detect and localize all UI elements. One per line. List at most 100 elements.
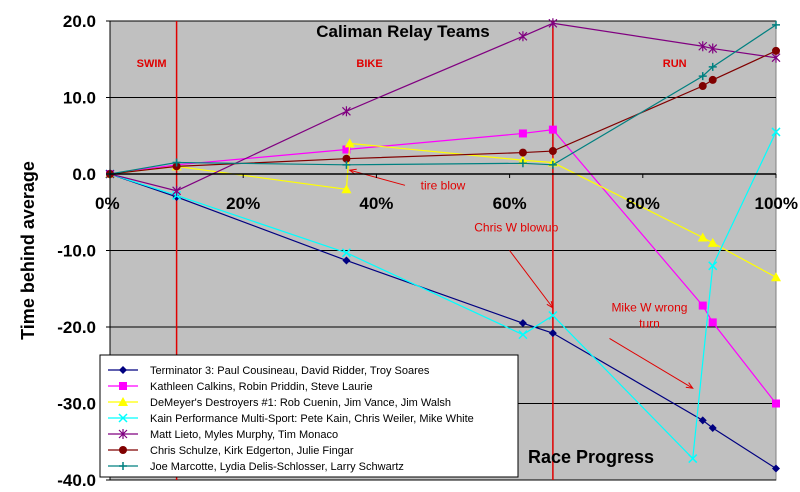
legend: Terminator 3: Paul Cousineau, David Ridd… [99, 354, 519, 478]
data-point [708, 318, 717, 327]
arrow-head [546, 300, 554, 309]
data-point [518, 159, 527, 168]
legend-label: DeMeyer's Destroyers #1: Rob Cuenin, Jim… [150, 397, 451, 409]
data-point [342, 160, 351, 169]
x-axis-label: Race Progress [528, 447, 654, 467]
y-tick-label: -20.0 [57, 318, 96, 337]
data-point [119, 462, 127, 470]
annotation: Chris W blowup [474, 220, 559, 309]
data-point [772, 399, 780, 408]
data-point [118, 397, 128, 406]
data-point [342, 145, 351, 154]
y-tick-label: -30.0 [57, 395, 96, 414]
data-point [772, 46, 780, 55]
x-tick-label: 0% [95, 194, 120, 213]
legend-label: Matt Lieto, Myles Murphy, Tim Monaco [150, 429, 338, 441]
data-point [119, 446, 127, 454]
x-tick-label: 20% [226, 194, 260, 213]
x-tick-label: 80% [626, 194, 660, 213]
annotation-text: Chris W blowup [474, 220, 558, 234]
data-point [342, 106, 351, 117]
arrow-head [685, 382, 694, 389]
annotation: Mike W wrong turn [609, 301, 694, 389]
data-point [698, 82, 707, 91]
y-tick-label: -40.0 [57, 471, 96, 490]
data-point [518, 148, 527, 157]
data-point [548, 18, 558, 29]
series-layer [105, 18, 781, 473]
phase-label: RUN [663, 58, 687, 70]
data-point [708, 62, 717, 71]
data-point [342, 154, 351, 163]
annotation-text: Mike W wrong [611, 301, 687, 315]
legend-label: Chris Schulze, Kirk Edgerton, Julie Fing… [150, 445, 354, 457]
data-point [548, 160, 557, 169]
y-tick-label: 0.0 [72, 165, 96, 184]
data-point [341, 248, 351, 258]
y-tick-label: -10.0 [57, 242, 96, 261]
data-point [119, 366, 127, 374]
annotation-text: turn [639, 317, 660, 331]
x-tick-label: 60% [493, 194, 527, 213]
data-point [172, 158, 181, 167]
data-point [697, 232, 708, 242]
chart-title: Caliman Relay Teams [316, 22, 490, 41]
data-point [698, 416, 707, 425]
data-point [708, 75, 717, 84]
data-point [172, 185, 182, 196]
data-point [518, 319, 527, 328]
legend-box [99, 354, 519, 478]
legend-item: Kathleen Calkins, Robin Priddin, Steve L… [108, 381, 373, 393]
series-5 [105, 18, 781, 196]
series-1 [106, 170, 780, 473]
series-line [109, 22, 777, 192]
legend-label: Joe Marcotte, Lydia Delis-Schlosser, Lar… [150, 461, 404, 473]
data-point [518, 31, 528, 42]
data-point [772, 464, 780, 473]
series-line [109, 24, 777, 175]
phase-label: BIKE [356, 58, 382, 70]
x-tick-label: 100% [755, 194, 798, 213]
data-point [118, 413, 128, 423]
legend-label: Kain Performance Multi-Sport: Pete Kain,… [150, 413, 474, 425]
data-point [772, 20, 780, 29]
data-point [707, 237, 718, 247]
y-tick-label: 20.0 [63, 12, 96, 31]
legend-item: Chris Schulze, Kirk Edgerton, Julie Fing… [108, 445, 354, 457]
legend-item: Joe Marcotte, Lydia Delis-Schlosser, Lar… [108, 461, 404, 473]
arrow-head [348, 168, 357, 175]
series-line [109, 131, 777, 460]
legend-item: Terminator 3: Paul Cousineau, David Ridd… [108, 365, 430, 377]
y-axis-label: Time behind average [18, 161, 38, 340]
data-point [548, 310, 558, 321]
data-point [708, 261, 718, 271]
data-point [708, 43, 718, 54]
data-point [118, 429, 128, 439]
data-point [341, 184, 352, 194]
legend-item: DeMeyer's Destroyers #1: Rob Cuenin, Jim… [108, 397, 451, 409]
annotation-arrow [509, 250, 554, 309]
data-point [771, 272, 781, 282]
legend-label: Terminator 3: Paul Cousineau, David Ridd… [150, 365, 430, 377]
x-tick-label: 40% [359, 194, 393, 213]
data-point [344, 138, 355, 148]
data-point [708, 423, 717, 432]
data-point [698, 301, 707, 310]
data-point [119, 382, 127, 390]
legend-label: Kathleen Calkins, Robin Priddin, Steve L… [150, 381, 373, 393]
legend-item: Kain Performance Multi-Sport: Pete Kain,… [108, 413, 474, 425]
legend-item: Matt Lieto, Myles Murphy, Tim Monaco [108, 429, 338, 441]
series-6 [106, 46, 780, 178]
data-point [518, 129, 527, 138]
annotation: tire blow [348, 168, 466, 192]
data-point [771, 127, 781, 137]
data-point [688, 454, 698, 464]
data-point [548, 329, 557, 338]
data-point [518, 330, 528, 340]
data-point [698, 41, 708, 52]
annotation-arrow [609, 338, 694, 389]
y-tick-label: 10.0 [63, 89, 96, 108]
